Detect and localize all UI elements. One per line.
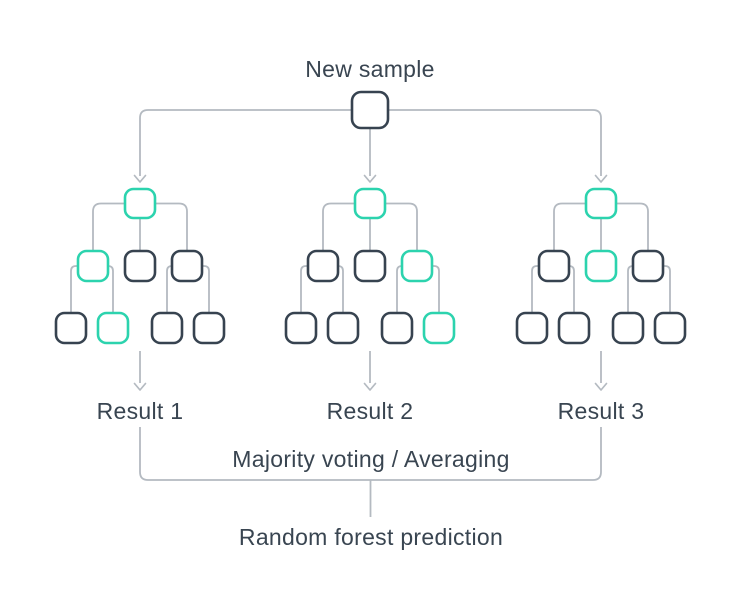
result-3-label: Result 3 [558,398,645,424]
tree-1-leaf-node-1 [54,311,88,345]
tree-1-leaf-node-2 [96,311,130,345]
tree-2-connector [432,265,440,313]
distribution-line-left [139,109,352,176]
tree-1-connector [202,265,210,313]
decision-trees-group [54,187,687,345]
tree-1-level2-node-1 [76,249,110,283]
tree-1-connector [70,265,78,313]
tree-3-leaf-node-2 [557,311,591,345]
tree-2-connector [385,202,418,251]
tree-3-level2-node-3 [631,249,665,283]
tree-3-level2-node-1 [537,249,571,283]
tree-1-connector [92,202,125,251]
tree-2-input-arrowhead [363,174,377,183]
tree-2-level2-node-2 [353,249,387,283]
tree-2-connector [300,265,308,313]
tree-2-level2-node-1 [306,249,340,283]
decision-tree-1 [54,187,226,345]
tree-3-connector [553,202,586,251]
new-sample-label: New sample [305,56,435,82]
tree-3-connector [531,265,539,313]
new-sample-node [350,90,390,130]
result-1-label: Result 1 [97,398,184,424]
tree-3-input-arrowhead [594,174,608,183]
aggregation-label: Majority voting / Averaging [232,446,509,472]
tree-2-leaf-node-1 [284,311,318,345]
final-prediction-label: Random forest prediction [239,524,503,550]
tree-1-level2-node-2 [123,249,157,283]
tree-1-level2-node-3 [170,249,204,283]
decision-tree-3 [515,187,687,345]
tree-3-connector [616,202,649,251]
tree-3-leaf-node-4 [653,311,687,345]
tree-3-result-arrowhead [594,382,608,391]
tree-1-connector [155,202,188,251]
tree-2-level2-node-3 [400,249,434,283]
tree-3-connector [663,265,671,313]
tree-2-connector [322,202,355,251]
tree-3-level2-node-2 [584,249,618,283]
result-arrows-group [133,351,608,391]
tree-1-input-arrowhead [133,174,147,183]
tree-2-leaf-node-3 [380,311,414,345]
tree-1-leaf-node-3 [150,311,184,345]
tree-3-leaf-node-3 [611,311,645,345]
tree-2-leaf-node-2 [326,311,360,345]
tree-3-leaf-node-1 [515,311,549,345]
tree-2-root-node [353,187,387,220]
tree-1-result-arrowhead [133,382,147,391]
tree-3-root-node [584,187,618,220]
tree-2-result-arrowhead [363,382,377,391]
distribution-links [133,109,608,183]
result-2-label: Result 2 [327,398,414,424]
tree-1-leaf-node-4 [192,311,226,345]
decision-tree-2 [284,187,456,345]
tree-1-root-node [123,187,157,220]
distribution-line-right [388,109,602,176]
tree-2-leaf-node-4 [422,311,456,345]
